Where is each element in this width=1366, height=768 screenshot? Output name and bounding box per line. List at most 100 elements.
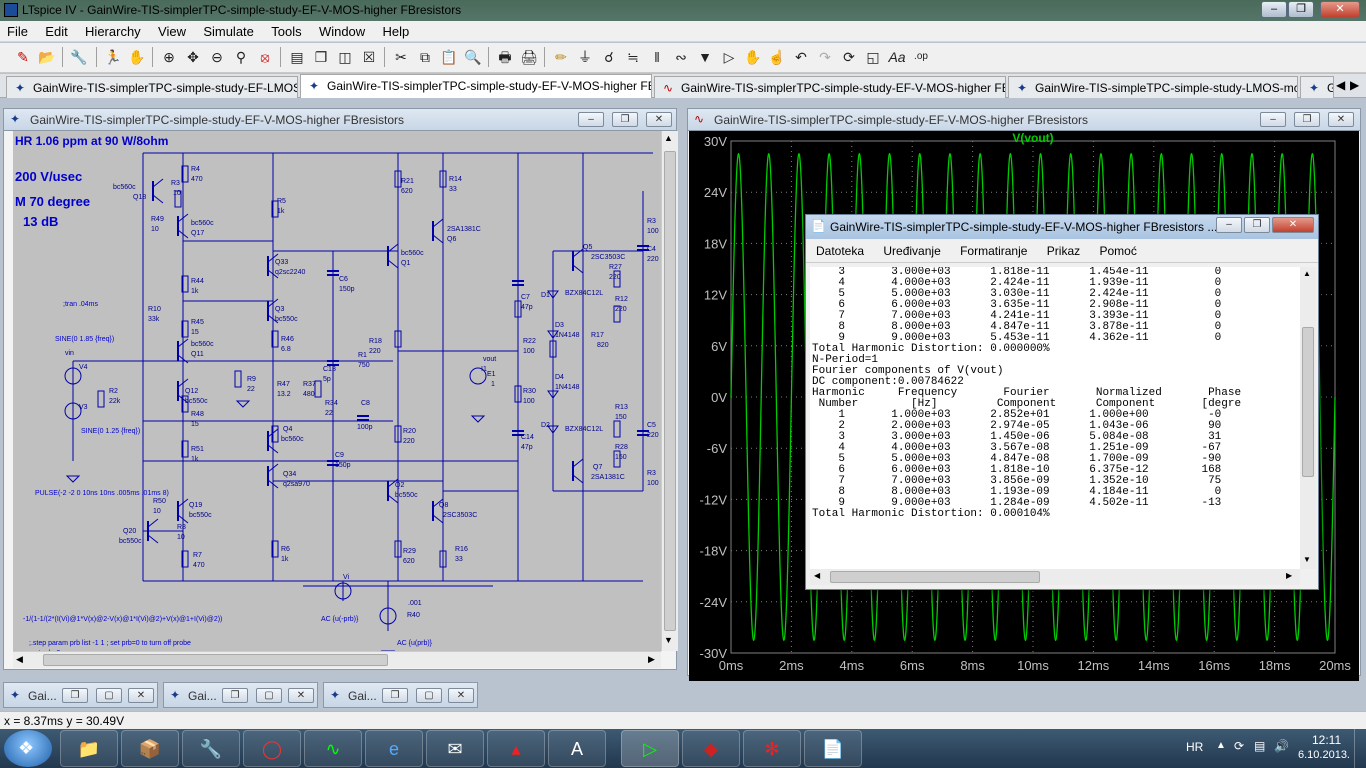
minimized-window-2[interactable]: ✦ Gai... ❐ ▢ ✕ — [163, 682, 318, 708]
menu-tools[interactable]: Tools — [271, 24, 302, 39]
sync-icon[interactable]: ⟳ — [1234, 739, 1245, 753]
capacitor-icon[interactable]: ‖ — [654, 49, 660, 65]
tab-schematic-lmos-200w[interactable]: ✦GainWire-TIS-simplerTPC-simple-study-EF… — [6, 76, 298, 98]
maximize-button[interactable]: ▢ — [416, 688, 442, 703]
start-button[interactable]: ❖ — [4, 730, 52, 767]
scroll-thumb[interactable] — [664, 151, 676, 631]
minimize-button[interactable]: – — [1261, 1, 1287, 18]
pan-icon[interactable]: ✥ — [187, 49, 199, 65]
volume-icon[interactable]: 🔊 — [1274, 739, 1289, 753]
show-hidden-icons[interactable]: ▲ — [1216, 740, 1226, 751]
tile-horizontal-icon[interactable]: ▤ — [290, 49, 304, 65]
tab-schematic-lmos-mcd99uk[interactable]: ✦GainWire-TIS-simpleTPC-simple-study-LMO… — [1008, 76, 1298, 98]
network-icon[interactable]: ▤ — [1254, 739, 1266, 753]
internet-explorer-taskbar-icon[interactable]: e — [365, 730, 423, 767]
spice-directive-icon[interactable]: .op — [914, 51, 928, 62]
copy-icon[interactable]: ⧉ — [420, 49, 430, 65]
control-panel-icon[interactable]: 🔧 — [70, 49, 88, 65]
scroll-down-icon[interactable]: ▼ — [1303, 555, 1311, 564]
menu-view[interactable]: View — [158, 24, 186, 39]
ground-icon[interactable]: ⏚ — [578, 49, 592, 65]
restore-button[interactable]: ❐ — [382, 688, 408, 703]
child-minimize-button[interactable]: – — [578, 112, 604, 127]
scroll-thumb[interactable] — [43, 654, 388, 666]
child-restore-button[interactable]: ❐ — [1294, 112, 1320, 127]
dialog-close-button[interactable]: ✕ — [1272, 217, 1314, 233]
restore-button[interactable]: ❐ — [222, 688, 248, 703]
dialog-maximize-button[interactable]: ❐ — [1244, 217, 1270, 233]
fourier-horizontal-scrollbar[interactable]: ◀ ▶ — [810, 569, 1300, 585]
menu-formatiranje[interactable]: Formatiranje — [960, 244, 1028, 258]
fourier-text-area[interactable]: 3 3.000e+03 1.818e-11 1.454e-11 0 4 4.00… — [810, 267, 1300, 569]
app-taskbar-icon[interactable]: 📦 — [121, 730, 179, 767]
label-net-icon[interactable]: ☌ — [604, 49, 614, 65]
zoom-fit-icon[interactable]: ⚲ — [235, 49, 247, 65]
zoom-in-icon[interactable]: ⊕ — [163, 49, 175, 65]
restore-button[interactable]: ❐ — [62, 688, 88, 703]
clock-time[interactable]: 12:11 — [1312, 733, 1342, 747]
draw-wire-icon[interactable]: ✏ — [555, 49, 567, 65]
waveform-window-titlebar[interactable]: ∿ GainWire-TIS-simplerTPC-simple-study-E… — [688, 109, 1360, 131]
notepad-taskbar-icon[interactable]: 📄 — [804, 730, 862, 767]
tile-vertical-icon[interactable]: ◫ — [338, 49, 352, 65]
redo-icon[interactable]: ↷ — [819, 49, 831, 65]
maximize-button[interactable]: ▢ — [96, 688, 122, 703]
mascot-taskbar-icon[interactable]: ✻ — [743, 730, 801, 767]
minimized-window-1[interactable]: ✦ Gai... ❐ ▢ ✕ — [3, 682, 158, 708]
menu-datoteka[interactable]: Datoteka — [816, 244, 865, 258]
menu-pomoc[interactable]: Pomoć — [1099, 244, 1137, 258]
tab-schematic-v-mos-active[interactable]: ✦GainWire-TIS-simplerTPC-simple-study-EF… — [300, 74, 652, 98]
tab-scroll-left-icon[interactable]: ◀ — [1336, 78, 1346, 92]
schematic-horizontal-scrollbar[interactable]: ◀ ▶ — [13, 651, 661, 668]
undo-icon[interactable]: ↶ — [795, 49, 807, 65]
resistor-icon[interactable]: ≒ — [627, 49, 639, 65]
zoom-out-icon[interactable]: ⊖ — [211, 49, 223, 65]
schematic-window-titlebar[interactable]: ✦ GainWire-TIS-simplerTPC-simple-study-E… — [4, 109, 676, 131]
child-minimize-button[interactable]: – — [1260, 112, 1286, 127]
show-desktop-button[interactable] — [1354, 729, 1366, 768]
scroll-thumb[interactable] — [1302, 327, 1314, 477]
rotate-icon[interactable]: ⟳ — [843, 49, 855, 65]
component-icon[interactable]: ▷ — [723, 49, 735, 65]
tool-taskbar-icon[interactable]: 🔧 — [182, 730, 240, 767]
menu-prikaz[interactable]: Prikaz — [1046, 244, 1081, 258]
mail-taskbar-icon[interactable]: ✉ — [426, 730, 484, 767]
fourier-window-titlebar[interactable]: 📄 GainWire-TIS-simplerTPC-simple-study-E… — [806, 215, 1318, 239]
scroll-up-icon[interactable]: ▲ — [664, 133, 673, 143]
antivirus-taskbar-icon[interactable]: ◯ — [243, 730, 301, 767]
menu-uredivanje[interactable]: Uređivanje — [883, 244, 941, 258]
print-preview-icon[interactable]: 🖨 — [520, 49, 538, 65]
new-schematic-icon[interactable]: ✎ — [17, 49, 29, 65]
minimized-window-3[interactable]: ✦ Gai... ❐ ▢ ✕ — [323, 682, 478, 708]
scroll-right-icon[interactable]: ▶ — [648, 654, 655, 664]
scroll-right-icon[interactable]: ▶ — [1286, 571, 1293, 580]
diode-icon[interactable]: ▼ — [698, 49, 712, 65]
acrobat-taskbar-icon[interactable]: ▴ — [487, 730, 545, 767]
paste-icon[interactable]: 📋 — [440, 49, 458, 65]
tab-scroll-right-icon[interactable]: ▶ — [1350, 78, 1360, 92]
oscilloscope-taskbar-icon[interactable]: ∿ — [304, 730, 362, 767]
close-button[interactable]: ✕ — [1320, 1, 1360, 18]
drag-icon[interactable]: ☝ — [768, 49, 786, 65]
scroll-left-icon[interactable]: ◀ — [814, 571, 821, 580]
halt-icon[interactable]: ✋ — [128, 49, 146, 65]
ltspice-taskbar-icon[interactable]: ▷ — [621, 730, 679, 767]
maximize-button[interactable]: ❐ — [1288, 1, 1314, 18]
cascade-icon[interactable]: ❐ — [314, 49, 328, 65]
menu-hierarchy[interactable]: Hierarchy — [85, 24, 141, 39]
cut-icon[interactable]: ✂ — [395, 49, 407, 65]
clock-date[interactable]: 6.10.2013. — [1298, 749, 1350, 761]
close-button[interactable]: ✕ — [128, 688, 154, 703]
menu-edit[interactable]: Edit — [45, 24, 68, 39]
menu-window[interactable]: Window — [318, 24, 366, 39]
word-taskbar-icon[interactable]: A — [548, 730, 606, 767]
menu-help[interactable]: Help — [382, 24, 410, 39]
schematic-vertical-scrollbar[interactable]: ▲ ▼ — [661, 131, 678, 651]
explorer-taskbar-icon[interactable]: 📁 — [60, 730, 118, 767]
scroll-up-icon[interactable]: ▲ — [1303, 269, 1311, 278]
run-icon[interactable]: 🏃 — [104, 49, 122, 65]
fourier-output-window[interactable]: 📄 GainWire-TIS-simplerTPC-simple-study-E… — [805, 214, 1319, 590]
utility-taskbar-icon[interactable]: ◆ — [682, 730, 740, 767]
mirror-icon[interactable]: ◱ — [866, 49, 880, 65]
child-close-button[interactable]: ✕ — [646, 112, 672, 127]
